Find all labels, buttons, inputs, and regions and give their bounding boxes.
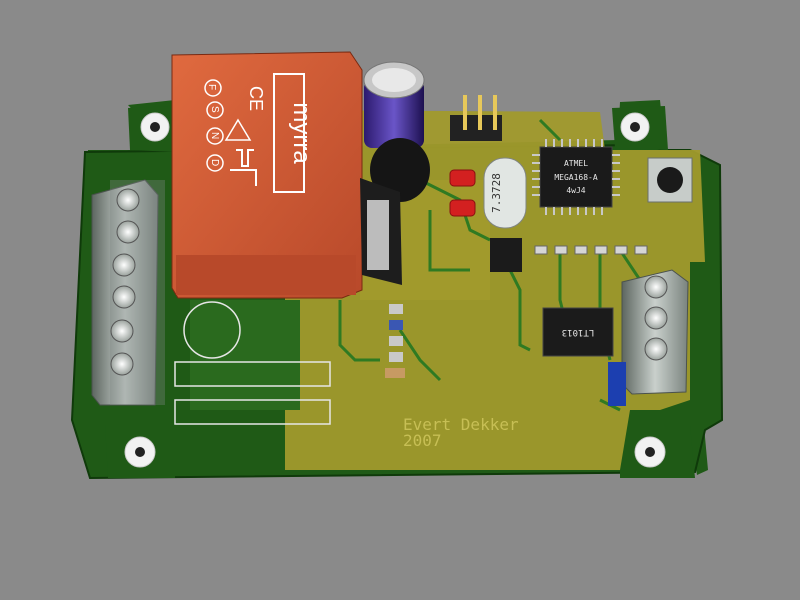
voltage-regulator — [360, 138, 430, 285]
transformer: myrra CE F S N D — [171, 51, 363, 299]
credit-year: 2007 — [403, 431, 442, 450]
terminal-screw — [116, 188, 140, 212]
mounting-hole-tr — [620, 112, 650, 142]
terminal-screw — [644, 337, 668, 361]
crystal: 7.3728 — [483, 157, 527, 229]
svg-text:D: D — [209, 159, 220, 166]
credit-name: Evert Dekker — [403, 415, 519, 434]
crystal-label: 7.3728 — [490, 173, 503, 213]
svg-text:N: N — [209, 132, 220, 139]
smd-leds — [449, 169, 476, 217]
jumper — [608, 362, 626, 406]
terminal-screw — [110, 319, 134, 343]
smd-resistor-row — [534, 245, 648, 255]
svg-text:S: S — [209, 106, 220, 113]
opamp-ic: LT1013 — [542, 307, 614, 357]
mcu-part: MEGA168-A — [554, 173, 598, 182]
opamp-label: LT1013 — [562, 327, 595, 337]
transformer-mark-ring — [204, 79, 222, 97]
terminal-screw — [112, 253, 136, 277]
small-ic — [490, 238, 522, 272]
terminal-block-left — [91, 179, 165, 406]
header-pins — [450, 95, 502, 141]
terminal-screw — [112, 285, 136, 309]
credit-silkscreen: Evert Dekker 2007 — [403, 415, 519, 450]
transformer-mark-triangle — [224, 118, 252, 141]
transformer-brand: myrra — [288, 102, 315, 164]
terminal-screw — [644, 275, 668, 299]
mounting-holes — [124, 112, 666, 468]
terminal-screw — [116, 220, 140, 244]
smd-parts-column — [385, 304, 405, 378]
silkscreen-outlines — [174, 301, 331, 425]
electrolytic-capacitor — [363, 61, 425, 148]
mounting-hole-tl — [140, 112, 170, 142]
terminal-screw — [644, 306, 668, 330]
svg-text:F: F — [206, 84, 217, 90]
terminal-screw — [110, 352, 134, 376]
transformer-mark-ul — [230, 149, 257, 186]
terminal-block-right — [621, 269, 689, 395]
push-button — [647, 157, 693, 203]
mounting-hole-bl — [124, 436, 156, 468]
mcu-logo: ATMEL — [564, 159, 588, 168]
microcontroller: ATMEL MEGA168-A 4wJ4 — [532, 139, 620, 215]
transformer-mark-ce: CE — [246, 86, 266, 111]
mounting-hole-br — [634, 436, 666, 468]
mcu-code: 4wJ4 — [566, 186, 585, 195]
transformer-brand-box — [273, 73, 305, 193]
